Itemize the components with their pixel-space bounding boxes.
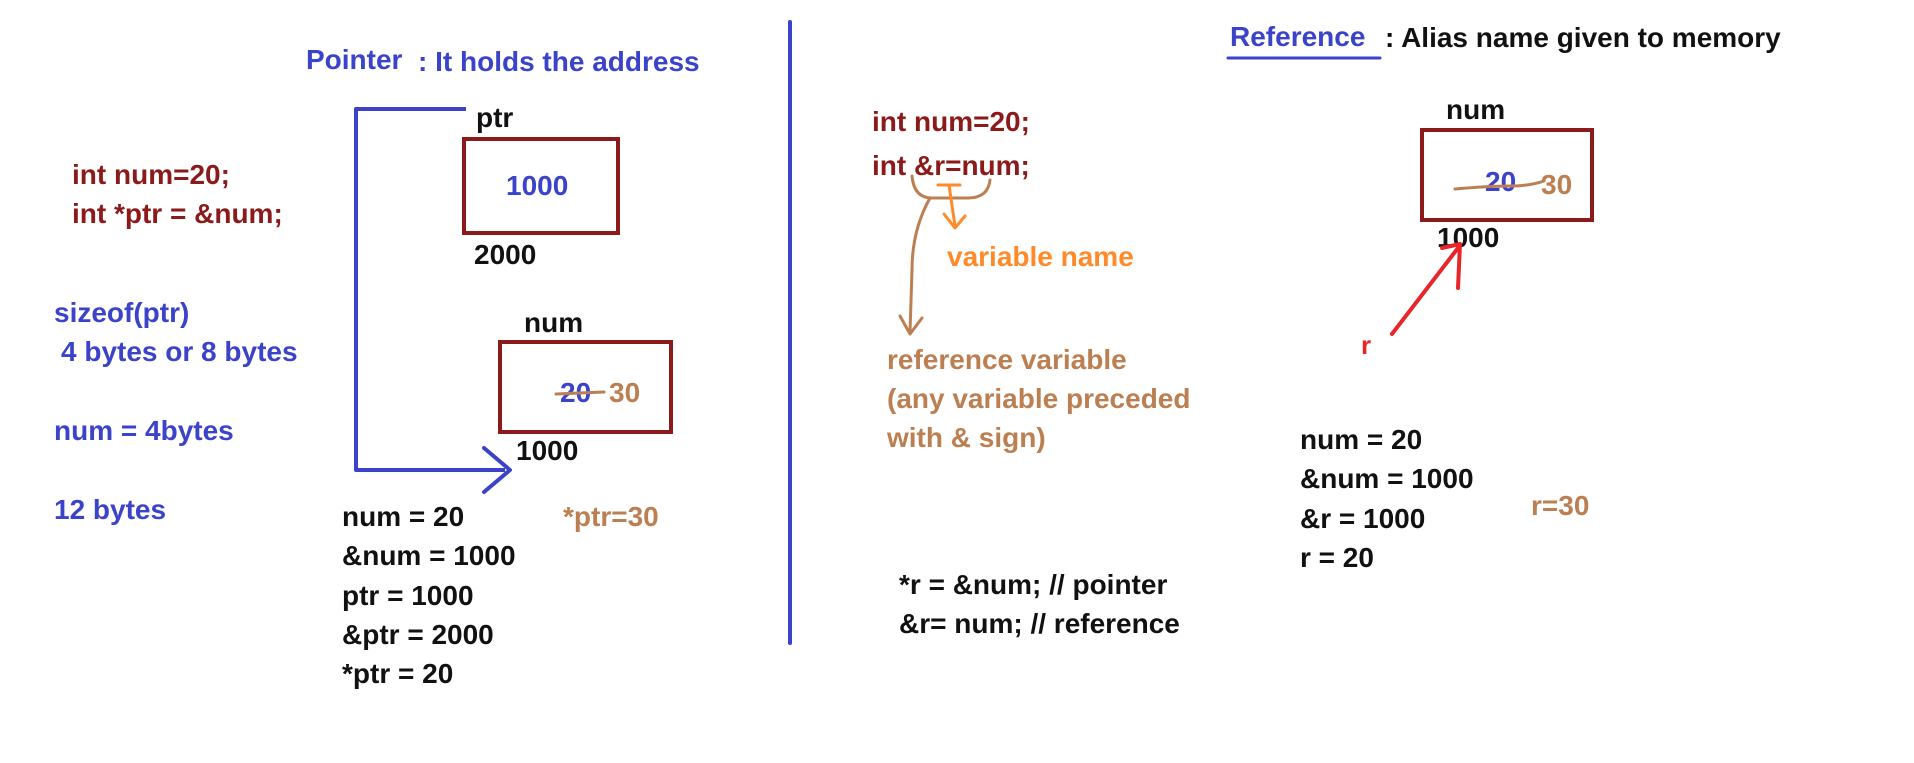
pointer-value-row-1: num = 20 [342, 501, 465, 532]
reference-note-line-3: with & sign) [887, 422, 1046, 453]
pointer-code-line-2: int *ptr = &num; [72, 198, 283, 229]
pointer-num-new-value: 30 [609, 377, 641, 408]
reference-value-row-1: num = 20 [1300, 424, 1423, 455]
pointer-connector-arrowhead [482, 446, 512, 494]
reference-num-strikethrough [1453, 179, 1546, 191]
reference-r-arrow-line [1390, 246, 1460, 336]
pointer-num-address: 1000 [516, 435, 579, 466]
pointer-heading-description: : It holds the address [418, 46, 700, 77]
reference-variable-pointer-stem [908, 196, 932, 334]
reference-r-arrowhead [1440, 242, 1462, 290]
ptr-box-value: 1000 [506, 170, 569, 201]
reference-note-line-1: reference variable [887, 344, 1127, 375]
pointer-value-row-5: *ptr = 20 [342, 658, 454, 689]
reference-num-old-value: 20 [1485, 166, 1517, 197]
reference-num-label: num [1446, 94, 1506, 125]
pointer-vs-reference-line-2: &r= num; // reference [899, 608, 1180, 639]
reference-value-row-3: &r = 1000 [1300, 503, 1426, 534]
variable-name-note: variable name [947, 241, 1134, 272]
reference-heading: Reference [1230, 21, 1366, 52]
pointer-deref-assignment: *ptr=30 [563, 501, 659, 532]
pointer-heading: Pointer [306, 44, 403, 75]
reference-r-label: r [1361, 330, 1372, 360]
num-size-label: num = 4bytes [54, 415, 234, 446]
pointer-vs-reference-line-1: *r = &num; // pointer [899, 569, 1168, 600]
reference-heading-description: : Alias name given to memory [1385, 22, 1781, 53]
pointer-num-strikethrough [554, 390, 606, 396]
variable-name-arrowhead [942, 212, 967, 230]
reference-value-row-2: &num = 1000 [1300, 463, 1474, 494]
sizeof-ptr-label: sizeof(ptr) [54, 297, 190, 328]
pointer-value-row-3: ptr = 1000 [342, 580, 474, 611]
pointer-code-line-1: int num=20; [72, 159, 230, 190]
pointer-connector-line [354, 107, 505, 472]
reference-num-memory-box: 20 30 [1420, 128, 1594, 222]
reference-num-new-value: 30 [1541, 169, 1573, 200]
reference-note-line-2: (any variable preceded [887, 383, 1191, 414]
ptr-memory-box: 1000 [462, 137, 620, 235]
total-size-label: 12 bytes [54, 494, 167, 525]
reference-variable-arrowhead [898, 314, 924, 336]
ptr-label: ptr [476, 102, 514, 133]
variable-name-pointer-stem [947, 183, 957, 228]
reference-assignment: r=30 [1531, 490, 1590, 521]
reference-code-line-2: int &r=num; [872, 150, 1030, 181]
sizeof-ptr-value: 4 bytes or 8 bytes [61, 336, 298, 367]
pointer-value-row-4: &ptr = 2000 [342, 619, 494, 650]
reference-code-line-1: int num=20; [872, 106, 1030, 137]
pointer-num-label: num [524, 307, 584, 338]
pointer-value-row-2: &num = 1000 [342, 540, 516, 571]
reference-value-row-4: r = 20 [1300, 542, 1374, 573]
ptr-address: 2000 [474, 239, 537, 270]
